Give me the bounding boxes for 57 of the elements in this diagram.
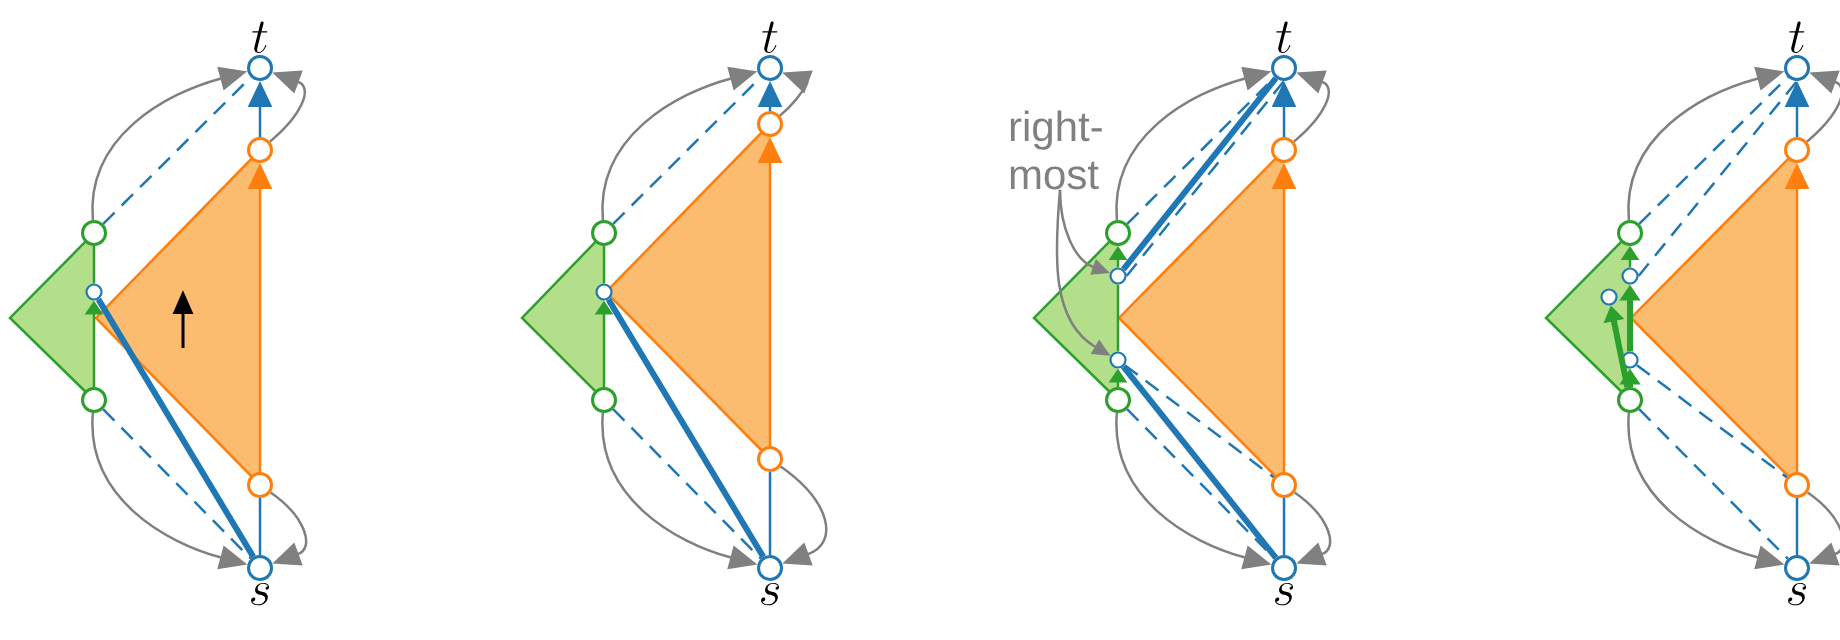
vertex-label: $t$ (252, 21, 268, 54)
curved-arrow (1293, 70, 1330, 143)
curved-arrow (779, 465, 828, 566)
vertex (1617, 220, 1643, 246)
line (1124, 364, 1275, 479)
vertex-label: $s$ (761, 582, 780, 606)
line (92, 246, 96, 284)
line (602, 246, 606, 284)
vertex (591, 220, 617, 246)
line (1637, 80, 1798, 277)
line (1282, 498, 1286, 555)
vertex (1784, 137, 1810, 163)
vertex (1105, 220, 1131, 246)
vertex (247, 137, 273, 163)
vertex (1621, 267, 1639, 285)
curved-arrow (1806, 491, 1840, 566)
vertex (1600, 288, 1618, 306)
line (612, 408, 762, 560)
curved-arrow (779, 70, 813, 117)
line (1116, 284, 1120, 352)
vertex (81, 220, 107, 246)
line (258, 498, 262, 555)
vertex (757, 446, 783, 472)
line (1126, 408, 1276, 560)
vertex (1105, 387, 1131, 413)
curved-arrow (269, 491, 308, 566)
vertex-label: $t$ (1789, 21, 1805, 54)
vertex (1617, 387, 1643, 413)
vertex (85, 283, 103, 301)
vertex (1784, 472, 1810, 498)
vertex (1109, 351, 1127, 369)
vertex (591, 387, 617, 413)
line (605, 297, 766, 559)
vertex-label: $t$ (1276, 21, 1292, 54)
line (1638, 408, 1789, 560)
vertex (595, 283, 613, 301)
vertex (1109, 267, 1127, 285)
vertex (757, 111, 783, 137)
curved-arrow (1293, 491, 1332, 566)
line (95, 297, 256, 559)
line (1636, 364, 1788, 479)
line (102, 408, 252, 560)
line (1121, 364, 1279, 560)
line (768, 472, 772, 555)
vertex-label: $s$ (1788, 582, 1807, 606)
vertex-label: $t$ (762, 21, 778, 54)
vertex (1271, 472, 1297, 498)
vertex-label: $s$ (251, 582, 270, 606)
vertex (1271, 137, 1297, 163)
curved-arrow (269, 70, 306, 143)
vertex (247, 472, 273, 498)
vertex-label: $s$ (1275, 582, 1294, 606)
curved-arrow (1806, 70, 1840, 143)
annotation-text: right-most (1010, 110, 1102, 190)
line (1795, 498, 1799, 555)
vertex (81, 387, 107, 413)
line (1638, 76, 1789, 225)
